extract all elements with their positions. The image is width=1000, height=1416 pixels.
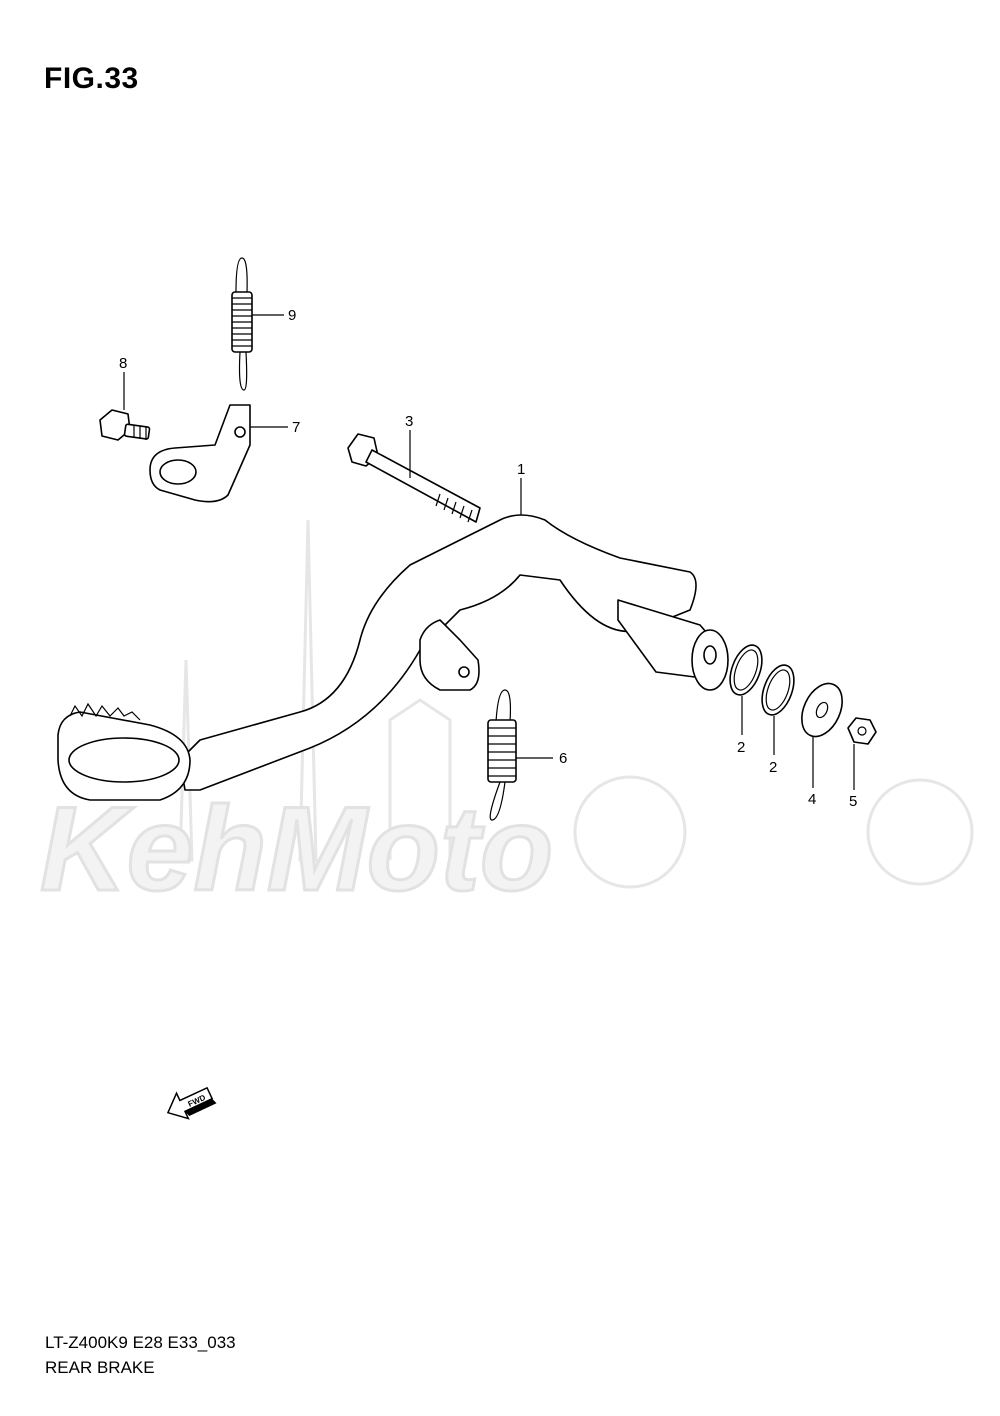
leader-lines — [123, 314, 855, 790]
callout-6: 6 — [559, 750, 567, 767]
callout-2b: 2 — [769, 759, 777, 776]
callout-2a: 2 — [737, 739, 745, 756]
fwd-arrow-icon: FWD — [166, 1086, 217, 1120]
switch-spring — [231, 257, 253, 391]
watermark-text: KehMoto — [40, 782, 553, 916]
model-code: LT-Z400K9 E28 E33_033 — [45, 1333, 236, 1352]
watermark: KehMoto — [39, 519, 974, 918]
figure-title: FIG.33 — [44, 62, 139, 95]
o-ring-b — [761, 664, 795, 716]
washer — [801, 682, 843, 738]
brake-pedal — [57, 514, 729, 801]
callouts: 1 2 2 3 4 5 6 7 8 9 — [119, 307, 857, 810]
bracket-bolt — [99, 409, 151, 441]
spring-bracket — [149, 404, 251, 503]
o-ring-a — [729, 644, 763, 696]
callout-9: 9 — [288, 307, 296, 324]
callout-4: 4 — [808, 791, 816, 808]
callout-3: 3 — [405, 413, 413, 430]
pivot-bolt — [347, 433, 481, 523]
section-title: REAR BRAKE — [45, 1358, 155, 1377]
callout-8: 8 — [119, 355, 127, 372]
nut — [847, 717, 877, 745]
callout-1: 1 — [517, 461, 525, 478]
callout-7: 7 — [292, 419, 300, 436]
return-spring — [487, 689, 517, 821]
callout-5: 5 — [849, 793, 857, 810]
